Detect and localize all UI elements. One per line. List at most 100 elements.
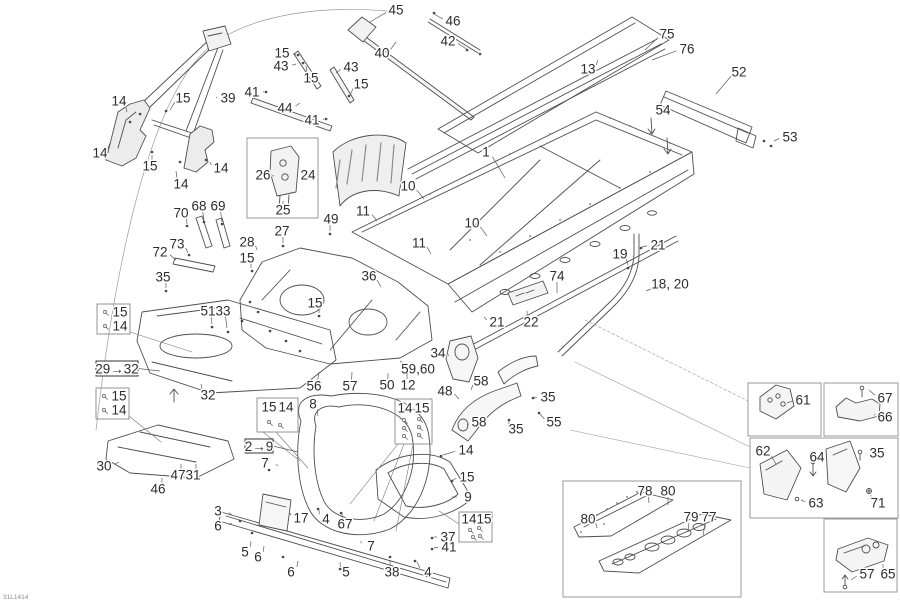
part-callout-46: 46	[445, 14, 460, 29]
leader-line	[786, 400, 793, 404]
screw-icon	[416, 424, 421, 429]
bracket-62	[759, 449, 802, 501]
part-callout-75: 75	[659, 27, 674, 42]
leader-line	[868, 389, 876, 396]
part-callout-76: 76	[679, 42, 694, 57]
arm-58-upper	[497, 355, 539, 385]
part-callout-80: 80	[660, 484, 675, 499]
part-callout-46: 46	[150, 482, 165, 497]
leader-line	[376, 279, 382, 288]
leader-line	[648, 496, 650, 504]
frame-member-9	[375, 453, 473, 519]
part-callout-50: 50	[379, 378, 394, 393]
part-callout-77: 77	[701, 510, 716, 525]
leader-line	[492, 156, 506, 179]
screw-icon	[277, 422, 282, 427]
part-callout-15: 15	[414, 401, 429, 416]
part-callout-14: 14	[173, 177, 189, 192]
rivet-dots	[389, 117, 671, 533]
fastener-dots	[128, 11, 773, 571]
part-callout-72: 72	[152, 245, 167, 260]
part-callout-14: 14	[397, 401, 413, 416]
part-callout-55: 55	[546, 415, 561, 430]
board-hole	[624, 553, 636, 561]
leader-line	[483, 316, 487, 321]
screw-icon-shaft	[405, 429, 408, 432]
part-callout-37: 37	[440, 530, 455, 545]
detail-bracket-66	[823, 382, 899, 437]
part-callout-17: 17	[293, 511, 308, 526]
part-callout-35: 35	[869, 446, 884, 461]
part-callout-4: 4	[322, 512, 330, 527]
part-callout-80: 80	[580, 512, 595, 527]
part-callout-15: 15	[459, 470, 474, 485]
screw-icon-shaft	[480, 529, 483, 532]
part-callout-18-20: 18, 20	[651, 277, 689, 292]
console-panel	[332, 134, 407, 207]
part-callout-6: 6	[214, 519, 222, 534]
part-callout-62: 62	[755, 444, 770, 459]
screw-icon	[102, 393, 107, 398]
leader-line	[812, 462, 815, 465]
part-callout-10: 10	[400, 179, 415, 194]
footrest-hole	[589, 241, 601, 247]
leader-line	[289, 512, 292, 516]
leader-line	[262, 545, 265, 552]
leader-line	[416, 189, 425, 200]
part-callout-79: 79	[683, 510, 698, 525]
leader-line	[850, 575, 857, 581]
screw-icon	[102, 407, 107, 412]
fastener-legend-box	[95, 387, 130, 420]
skid-plate-32	[136, 299, 337, 394]
part-callout-15: 15	[111, 389, 126, 404]
part-callout-51: 51	[200, 304, 215, 319]
bracket-61	[759, 384, 795, 420]
part-callout-14: 14	[461, 512, 477, 527]
screw-icon	[401, 417, 406, 422]
screw-icon-shaft	[270, 423, 273, 426]
leader-line	[225, 316, 228, 329]
bracket-61-hole	[767, 397, 773, 403]
leader-line	[651, 50, 677, 61]
part-callout-29→32: 29→32	[95, 362, 139, 377]
part-callout-21: 21	[650, 238, 665, 253]
bracket-34	[445, 335, 479, 383]
part-callout-70: 70	[173, 206, 188, 221]
leader-line	[369, 12, 387, 23]
part-callout-44: 44	[277, 101, 293, 116]
fastener-legend-box	[458, 511, 493, 543]
part-callout-11: 11	[412, 236, 426, 251]
part-callout-52: 52	[731, 65, 746, 80]
pillar-hole	[279, 159, 287, 167]
leader-line	[228, 522, 233, 526]
skid-bracket-hole	[872, 541, 880, 549]
detail-steering-bracket	[246, 137, 319, 219]
panel-52-endcap	[735, 127, 757, 149]
part-callout-42: 42	[440, 34, 455, 49]
part-callout-57: 57	[859, 567, 874, 582]
leader-line	[390, 41, 397, 50]
part-callout-22: 22	[523, 315, 538, 330]
leader-line	[291, 63, 297, 66]
part-callout-3: 3	[214, 504, 222, 519]
part-callout-33: 33	[215, 304, 230, 319]
part-callout-36: 36	[361, 269, 376, 284]
steering-bracket-left	[105, 99, 151, 167]
leader-line	[169, 254, 177, 261]
leader-line	[800, 499, 806, 503]
part-callout-28: 28	[239, 235, 254, 250]
leader-line	[137, 368, 161, 372]
part-callout-9: 9	[464, 490, 472, 505]
diagram-line-art	[95, 8, 889, 590]
leader-line	[295, 102, 301, 107]
leader-line	[185, 218, 188, 225]
part-callout-48: 48	[437, 384, 452, 399]
leader-line	[202, 211, 205, 221]
part-callout-14: 14	[112, 319, 128, 334]
fastener-legend-box	[394, 398, 433, 445]
part-callout-15: 15	[303, 71, 318, 86]
part-callout-30: 30	[96, 459, 111, 474]
board-hole	[644, 542, 660, 552]
leader-line	[210, 316, 213, 325]
board-hole	[612, 558, 624, 566]
